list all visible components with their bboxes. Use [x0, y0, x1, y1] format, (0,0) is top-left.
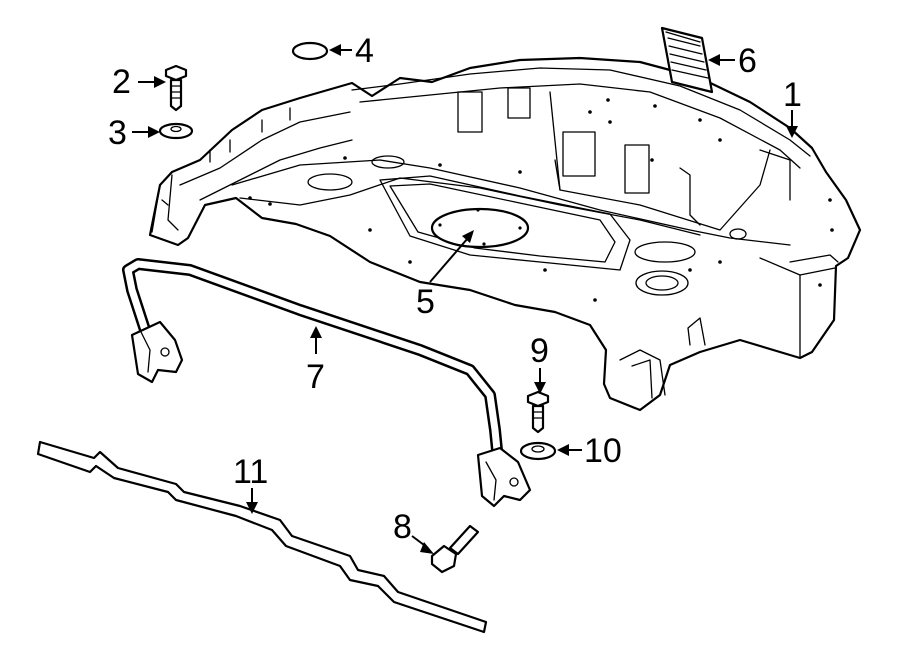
- washer-upper: [158, 122, 194, 140]
- callout-9: 9: [530, 332, 549, 370]
- bolt-angled: [430, 524, 480, 574]
- callout-8: 8: [393, 508, 412, 546]
- callout-1: 1: [783, 76, 802, 114]
- bolt-upper: [164, 64, 188, 112]
- leader-lines: [132, 44, 798, 554]
- seal-strip: [36, 440, 488, 634]
- callout-10: 10: [584, 432, 622, 470]
- callout-2: 2: [112, 63, 131, 101]
- callout-5: 5: [416, 283, 435, 321]
- support-rod: [122, 258, 532, 508]
- callout-4: 4: [355, 32, 374, 70]
- callout-6: 6: [738, 42, 757, 80]
- access-cover: [430, 207, 530, 249]
- bolt-lower: [526, 390, 550, 434]
- rear-compartment-pan: [148, 56, 862, 412]
- vent-grille: [660, 26, 714, 94]
- callout-11: 11: [233, 453, 268, 491]
- callout-7: 7: [306, 358, 325, 396]
- washer-lower: [519, 441, 557, 461]
- callout-3: 3: [108, 114, 127, 152]
- callout-numbers: 1 2 3 4 5 6 7 8 9 10 11: [108, 32, 802, 546]
- grommet: [291, 41, 329, 61]
